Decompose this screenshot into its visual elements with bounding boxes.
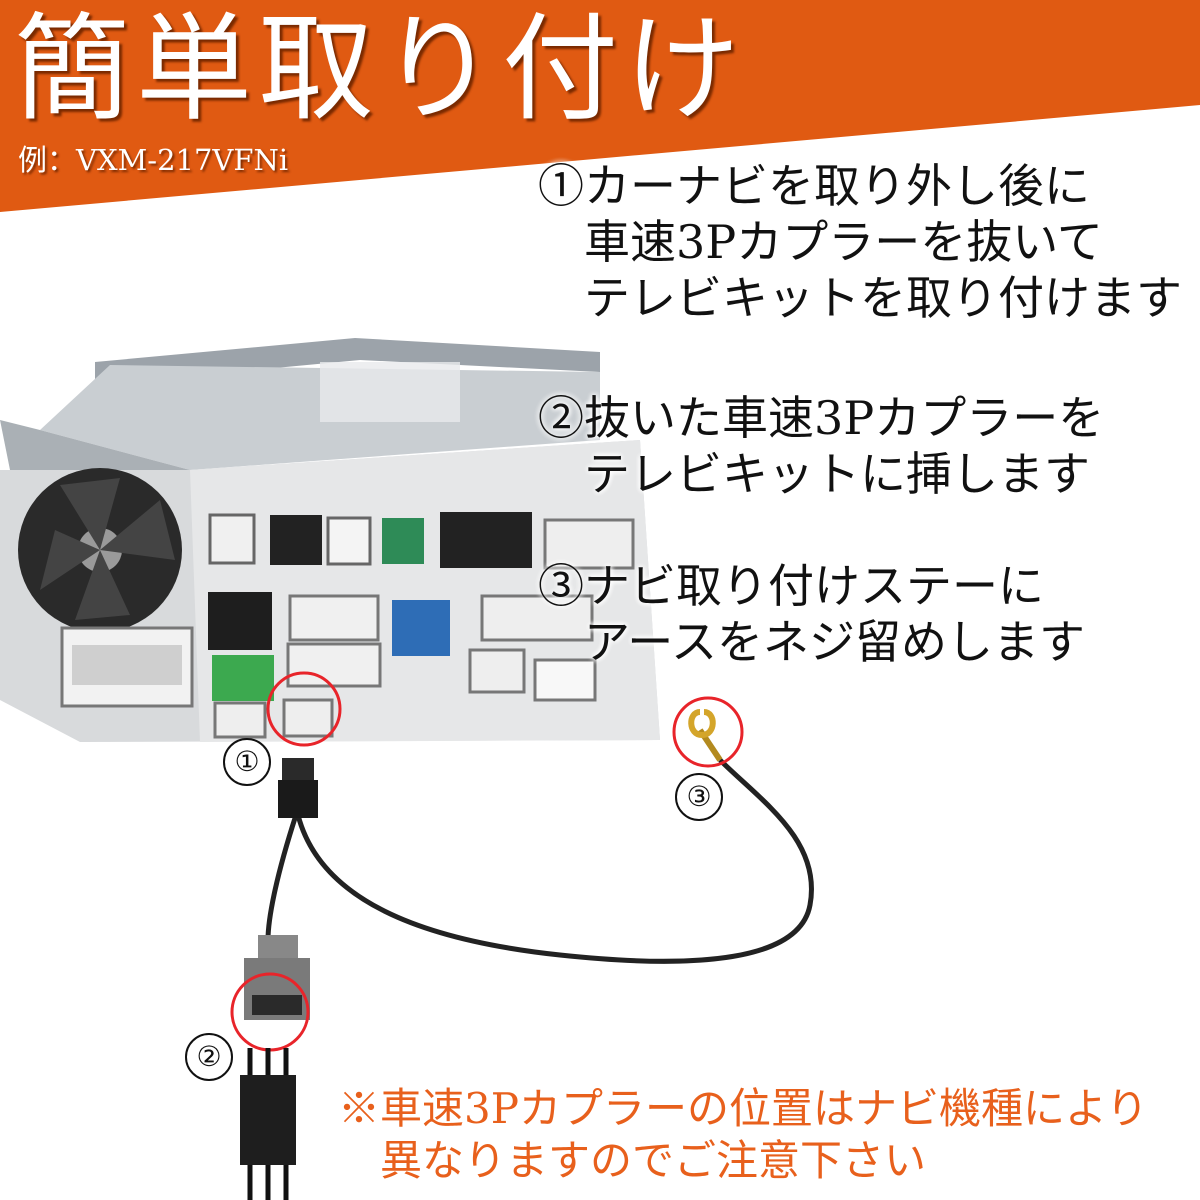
step-2-line-2: テレビキットに挿します — [538, 447, 1090, 501]
model-example: 例：VXM-217VFNi — [18, 143, 289, 177]
page-title: 簡単取り付け — [14, 2, 746, 137]
step-1-line-2: 車速3Pカプラーを抜いて — [538, 215, 1103, 269]
step-2-line-1: ②抜いた車速3Pカプラーを — [538, 391, 1105, 445]
note-line-2: 異なりますのでご注意下さい — [338, 1136, 927, 1185]
step-3-line-1: ③ナビ取り付けステーに — [538, 559, 1044, 613]
step-1-line-3: テレビキットを取り付けます — [538, 271, 1182, 325]
highlight-circle-1 — [266, 671, 342, 747]
header-banner — [0, 0, 1200, 212]
step-3-line-2: アースをネジ留めします — [538, 615, 1085, 669]
earth-terminal-icon — [688, 709, 723, 762]
highlight-circle-3 — [672, 696, 744, 768]
callout-1: ① — [223, 738, 271, 786]
fan-icon — [18, 468, 182, 632]
step-1-line-1: ①カーナビを取り外し後に — [538, 159, 1090, 213]
callout-2: ② — [185, 1033, 233, 1081]
note-line-1: ※車速3Pカプラーの位置はナビ機種により — [338, 1084, 1149, 1133]
callout-3: ③ — [675, 773, 723, 821]
